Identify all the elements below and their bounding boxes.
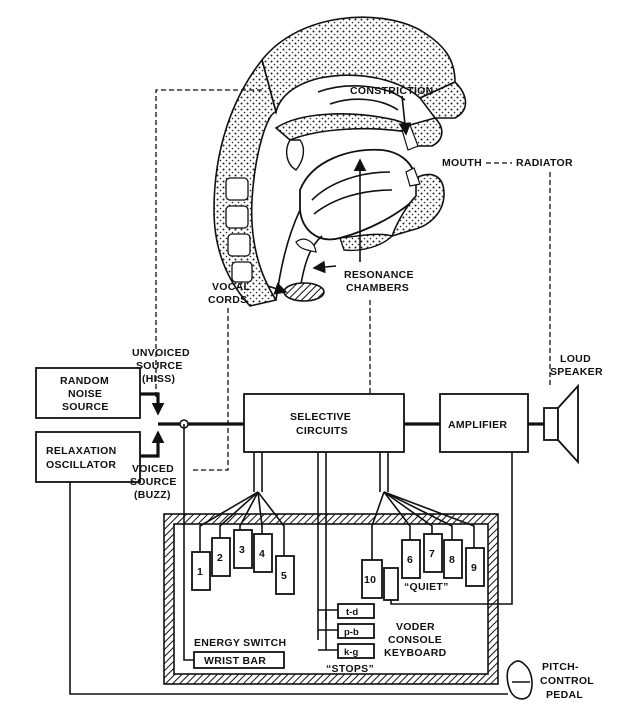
label-unvoiced-2: SOURCE bbox=[136, 360, 183, 372]
label-noise-3: SOURCE bbox=[62, 401, 109, 413]
stop-key-td[interactable] bbox=[337, 603, 375, 619]
label-selective-1: SELECTIVE bbox=[290, 411, 351, 423]
key-8-label: 8 bbox=[449, 554, 455, 566]
label-wrist-bar: WRIST BAR bbox=[204, 655, 266, 667]
label-amplifier: AMPLIFIER bbox=[448, 419, 507, 431]
label-voiced-3: (BUZZ) bbox=[134, 489, 171, 501]
key-1-label: 1 bbox=[197, 566, 203, 578]
key-10[interactable] bbox=[361, 559, 383, 599]
head-cross-section bbox=[213, 16, 467, 307]
label-noise-1: RANDOM bbox=[60, 375, 109, 387]
label-energy-switch: ENERGY SWITCH bbox=[194, 637, 286, 649]
buzz-wire bbox=[140, 434, 160, 458]
label-resonance-1: RESONANCE bbox=[344, 269, 414, 281]
label-relax-2: OSCILLATOR bbox=[46, 459, 116, 471]
label-noise-2: NOISE bbox=[68, 388, 102, 400]
stop-key-pb[interactable] bbox=[337, 623, 375, 639]
label-pitch-3: PEDAL bbox=[546, 689, 583, 701]
key-3-label: 3 bbox=[239, 544, 245, 556]
label-unvoiced-1: UNVOICED bbox=[132, 347, 190, 359]
key-3[interactable] bbox=[233, 529, 253, 569]
wire-key-6 bbox=[383, 491, 411, 540]
dashed-link-hiss bbox=[155, 89, 262, 400]
loudspeaker-icon bbox=[543, 383, 579, 465]
key-6[interactable] bbox=[401, 539, 421, 579]
label-resonance-2: CHAMBERS bbox=[346, 282, 409, 294]
label-voder-1: VODER bbox=[396, 621, 435, 633]
key-7-label: 7 bbox=[429, 548, 435, 560]
label-voiced-1: VOICED bbox=[132, 463, 174, 475]
dashed-link-buzz bbox=[190, 308, 229, 471]
pedal-wire bbox=[69, 482, 508, 695]
wire-key-3 bbox=[239, 491, 259, 530]
label-pitch-2: CONTROL bbox=[540, 675, 594, 687]
key-4-label: 4 bbox=[259, 548, 265, 560]
label-relax-1: RELAXATION bbox=[46, 445, 116, 457]
key-2[interactable] bbox=[211, 537, 231, 577]
quiet-to-amp-wire bbox=[390, 452, 513, 605]
label-voiced-2: SOURCE bbox=[130, 476, 177, 488]
stop-key-pb-label: p-b bbox=[344, 627, 359, 638]
label-quiet: “QUIET” bbox=[404, 581, 449, 593]
wire-key-1 bbox=[199, 491, 259, 552]
key-1[interactable] bbox=[191, 551, 211, 591]
label-stops: “STOPS” bbox=[326, 663, 374, 675]
label-radiator: RADIATOR bbox=[516, 157, 573, 169]
wire-key-10 bbox=[371, 491, 385, 560]
wire-key-8 bbox=[383, 491, 453, 540]
wire-key-4 bbox=[257, 491, 263, 534]
stop-key-td-label: t-d bbox=[346, 607, 358, 618]
label-loud-1: LOUD bbox=[560, 353, 591, 365]
key-5[interactable] bbox=[275, 555, 295, 595]
quiet-key[interactable] bbox=[383, 567, 399, 601]
noise-wire bbox=[140, 392, 160, 412]
key-2-label: 2 bbox=[217, 552, 223, 564]
stops-group: t-d p-b k-g bbox=[318, 603, 375, 659]
resonance-arrow-pharynx bbox=[312, 260, 337, 274]
wire-key-9 bbox=[383, 491, 475, 548]
stop-key-kg[interactable] bbox=[337, 643, 375, 659]
label-selective-2: CIRCUITS bbox=[296, 425, 348, 437]
key-5-label: 5 bbox=[281, 570, 287, 582]
key-8[interactable] bbox=[443, 539, 463, 579]
vocal-cords-arrow bbox=[267, 282, 288, 295]
amplifier-box bbox=[439, 393, 529, 453]
energy-switch-wire bbox=[183, 424, 194, 661]
keys-left-group: 1 2 3 4 5 bbox=[191, 529, 295, 595]
key-4[interactable] bbox=[253, 533, 273, 573]
key-10-label: 10 bbox=[364, 574, 376, 586]
stop-key-kg-label: k-g bbox=[344, 647, 358, 658]
selective-circuits-box bbox=[243, 393, 405, 453]
label-loud-2: SPEAKER bbox=[550, 366, 603, 378]
key-9-label: 9 bbox=[471, 562, 477, 574]
wire-key-2 bbox=[219, 491, 259, 538]
key-7[interactable] bbox=[423, 533, 443, 573]
label-vocal-1: VOCAL bbox=[212, 281, 251, 293]
label-voder-2: CONSOLE bbox=[388, 634, 442, 646]
relaxation-oscillator-box bbox=[35, 431, 141, 483]
constriction-arrow bbox=[398, 95, 412, 136]
random-noise-source-box bbox=[35, 367, 141, 419]
wire-key-5 bbox=[257, 491, 285, 556]
label-constriction: CONSTRICTION bbox=[350, 85, 434, 97]
wire-key-7 bbox=[383, 491, 433, 534]
label-vocal-2: CORDS bbox=[208, 294, 247, 306]
key-6-label: 6 bbox=[407, 554, 413, 566]
label-unvoiced-3: (HISS) bbox=[142, 373, 175, 385]
wrist-bar[interactable] bbox=[193, 651, 285, 669]
keys-right-group: 10 6 7 8 9 bbox=[361, 533, 485, 599]
label-pitch-1: PITCH- bbox=[542, 661, 579, 673]
label-voder-3: KEYBOARD bbox=[384, 647, 447, 659]
pitch-pedal-icon bbox=[506, 660, 533, 700]
label-mouth: MOUTH bbox=[442, 157, 482, 169]
key-9[interactable] bbox=[465, 547, 485, 587]
